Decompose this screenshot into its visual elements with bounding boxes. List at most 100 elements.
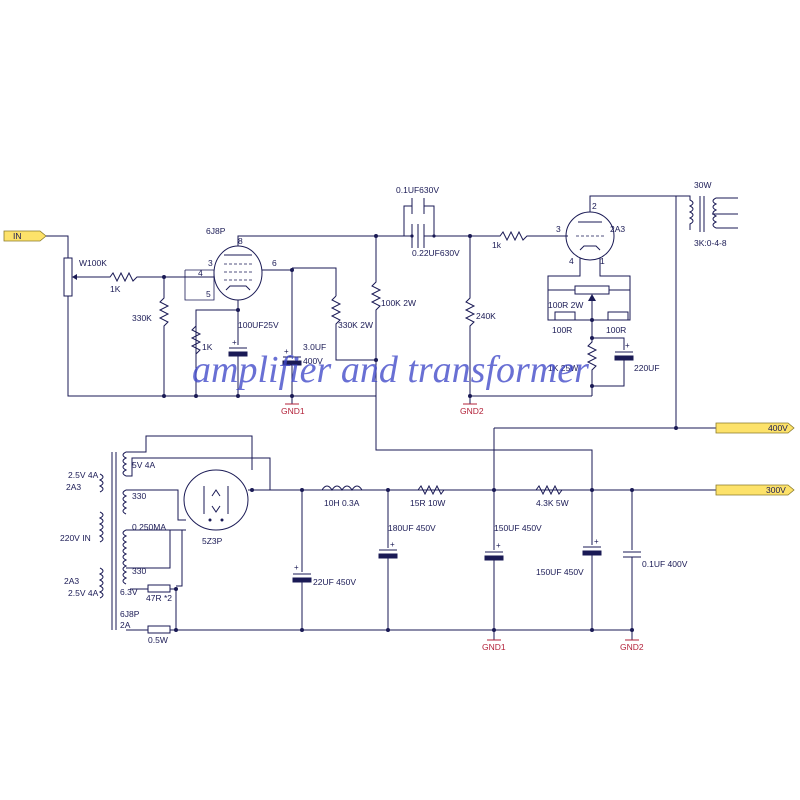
grid-resistor-label: 1K — [110, 284, 121, 294]
grid-leak-330k: 330K — [132, 277, 170, 396]
ground-gnd2-bottom: GND2 — [620, 639, 644, 652]
filament-resistor-a-label: 100R — [552, 325, 572, 335]
series-resistor-15r: 15R 10W — [410, 484, 445, 508]
filter-capacitor-150uf-a: + 150UF 450V — [484, 428, 542, 630]
coupling-cap-01uf-label: 0.1UF630V — [396, 185, 439, 195]
screen-capacitor-label: 3.0UF — [303, 342, 326, 352]
screen-resistor-label: 330K 2W — [338, 320, 373, 330]
pin-5-label: 5 — [206, 289, 211, 299]
volume-pot: W100K — [63, 257, 107, 297]
filament-resistor-05w: 0.5W — [126, 625, 632, 645]
volume-pot-label: W100K — [79, 258, 107, 268]
series-resistor-43k: 4.3K 5W — [535, 484, 569, 508]
pt-2a: 2A — [120, 620, 131, 630]
filament-47r-label: 47R *2 — [146, 593, 172, 603]
pin-2a3-3: 3 — [556, 224, 561, 234]
pin-8-label: 8 — [238, 236, 243, 246]
input-wires — [46, 235, 376, 397]
ground-gnd1-top: GND1 — [281, 403, 305, 416]
cathode-resistor-label: 1K — [202, 342, 213, 352]
pt-2a3-top: 2A3 — [66, 482, 81, 492]
cap-150uf-b-plus: + — [594, 537, 599, 546]
ot-ratio-label: 3K:0-4-8 — [694, 238, 727, 248]
power-transformer: 5V 4A 2.5V 4A 2A3 330 220V IN 0 250MA 33… — [60, 451, 166, 630]
port-300v-label: 300V — [766, 485, 786, 495]
pin-2a3-2: 2 — [592, 201, 597, 211]
cap-3uf-plus: + — [284, 347, 289, 356]
cap-180uf-plus: + — [390, 540, 395, 549]
filament-resistors-100r: 100R 100R — [552, 311, 629, 335]
gnd2-top-label: GND2 — [460, 406, 484, 416]
pt-220v-in: 220V IN — [60, 533, 91, 543]
rectifier-5z3p: 5Z3P — [183, 469, 249, 546]
hum-pot-100r: 100R 2W — [548, 285, 630, 320]
pt-330-top: 330 — [132, 491, 146, 501]
input-port: IN — [3, 230, 47, 242]
screen-capacitor-3uf: + 3.0UF 400V — [282, 342, 326, 396]
pin-2a3-1: 1 — [600, 256, 605, 266]
pin-3-label: 3 — [208, 258, 213, 268]
tube-2a3: 2A3 2 3 4 1 — [556, 201, 625, 266]
filter-150uf-a-label: 150UF 450V — [494, 523, 542, 533]
bypass-capacitor-01uf: 0.1UF 400V — [623, 490, 688, 640]
series-43k-label: 4.3K 5W — [536, 498, 569, 508]
cap-100uf-plus: + — [232, 338, 237, 347]
cathode-capacitor-label: 100UF25V — [238, 320, 279, 330]
ot-power-label: 30W — [694, 180, 711, 190]
grid-leak-240k-label: 240K — [476, 311, 496, 321]
port-400v-label: 400V — [768, 423, 788, 433]
coupling-capacitors: 0.1UF630V 0.22UF630V — [376, 185, 490, 258]
screen-capacitor-voltage: 400V — [303, 356, 323, 366]
pt-2a3-bottom: 2A3 — [64, 576, 79, 586]
gnd2-bottom-label: GND2 — [620, 642, 644, 652]
filter-180uf-label: 180UF 450V — [388, 523, 436, 533]
choke-label: 10H 0.3A — [324, 498, 360, 508]
plate-resistor-label: 100K 2W — [381, 298, 416, 308]
pin-4-label: 4 — [198, 268, 203, 278]
coupling-cap-022uf-label: 0.22UF630V — [412, 248, 460, 258]
output-transformer: 30W 3K:0-4-8 — [676, 180, 738, 248]
pt-0-250ma: 0 250MA — [132, 522, 166, 532]
cathode-resistor-1k-25w: 1K 25W — [548, 320, 598, 386]
screen-resistor-330k-2w: 330K 2W — [330, 295, 376, 361]
filter-capacitor-180uf: + 180UF 450V — [378, 490, 436, 630]
series-15r-label: 15R 10W — [410, 498, 445, 508]
cathode-capacitor-220uf: + 220UF — [592, 341, 660, 387]
grid-resistor-1k: 1K — [90, 271, 164, 294]
grid-stopper-1k: 1k — [490, 230, 568, 250]
pin-2a3-4: 4 — [569, 256, 574, 266]
watermark: amplifier and transformer — [192, 349, 589, 391]
plate-resistor-100k-2w: 100K 2W — [370, 236, 593, 545]
tube-2a3-label: 2A3 — [610, 224, 625, 234]
ground-gnd1-bottom: GND1 — [482, 639, 506, 652]
grid-leak-label: 330K — [132, 313, 152, 323]
bypass-cap-label: 0.1UF 400V — [642, 559, 688, 569]
tube-6j8p-label: 6J8P — [206, 226, 226, 236]
hum-pot-label: 100R 2W — [548, 300, 583, 310]
pin-6-label: 6 — [272, 258, 277, 268]
cathode-1k25w-label: 1K 25W — [548, 363, 578, 373]
filament-resistor-b-label: 100R — [606, 325, 626, 335]
grid-leak-240k: 240K — [464, 236, 496, 404]
port-400v: 400V — [715, 422, 795, 434]
reservoir-cap-label: 22UF 450V — [313, 577, 356, 587]
pt-25v4a-bottom: 2.5V 4A — [68, 588, 99, 598]
rectifier-label: 5Z3P — [202, 536, 223, 546]
pt-25v4a-top: 2.5V 4A — [68, 470, 99, 480]
pt-6j8p: 6J8P — [120, 609, 140, 619]
filter-150uf-b-label: 150UF 450V — [536, 567, 584, 577]
filament-05w-label: 0.5W — [148, 635, 168, 645]
port-300v: 300V — [715, 484, 795, 496]
ground-gnd2-top: GND2 — [460, 403, 484, 416]
cap-150uf-a-plus: + — [496, 541, 501, 550]
choke-10h: 10H 0.3A — [321, 485, 363, 508]
reservoir-capacitor-22uf: + 22UF 450V — [292, 490, 356, 630]
filter-capacitor-150uf-b: + 150UF 450V — [536, 537, 602, 630]
pt-63v: 6.3V — [120, 587, 138, 597]
cathode-cap-220uf-label: 220UF — [634, 363, 660, 373]
grid-stopper-label: 1k — [492, 240, 502, 250]
cathode-resistor-1k: 1K — [190, 325, 213, 355]
cap-22uf-plus: + — [294, 563, 299, 572]
cathode-capacitor-100uf: + 100UF25V — [228, 320, 279, 396]
